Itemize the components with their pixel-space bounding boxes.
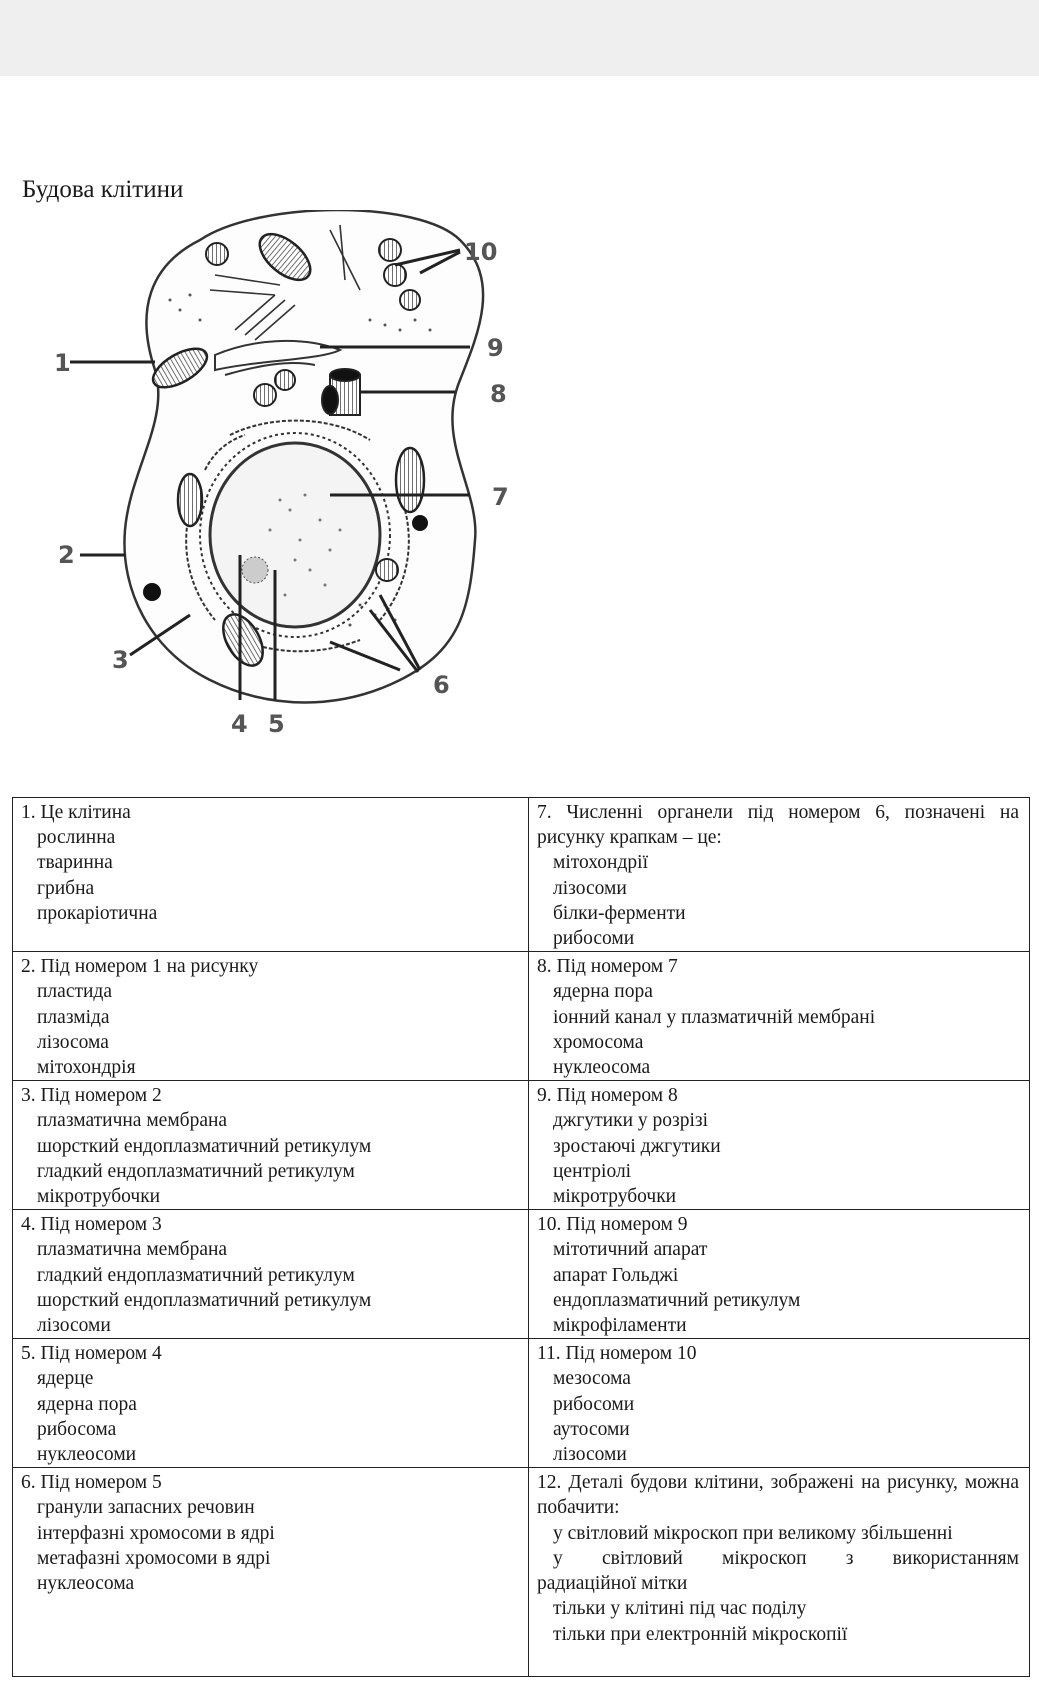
option: апарат Гольджі bbox=[553, 1264, 679, 1286]
option: у світловий мікроскоп при великому збіль… bbox=[553, 1522, 953, 1544]
top-bar bbox=[0, 0, 1039, 76]
label-2: 2 bbox=[58, 541, 75, 569]
table-row: 2. Під номером 1 на рисунку пластида пла… bbox=[12, 951, 1030, 1082]
option: мікрофіламенти bbox=[553, 1315, 687, 1337]
option: рослинна bbox=[37, 827, 116, 849]
option: ядерце bbox=[37, 1368, 94, 1390]
cell-diagram: 1 2 3 4 5 6 7 8 9 10 bbox=[54, 210, 509, 738]
question-4: 4. Під номером 3 плазматична мембрана гл… bbox=[12, 1209, 529, 1340]
option: лізосоми bbox=[553, 1444, 627, 1466]
option: метафазні хромосоми в ядрі bbox=[37, 1547, 271, 1569]
option: гранули запасних речовин bbox=[37, 1497, 255, 1519]
option: плазміда bbox=[37, 1006, 110, 1028]
option: тваринна bbox=[37, 852, 113, 874]
option: мітохондрія bbox=[37, 1057, 136, 1079]
table-row: 1. Це клітина рослинна тваринна грибна п… bbox=[12, 796, 1030, 953]
option: нуклеосома bbox=[37, 1573, 135, 1595]
label-4: 4 bbox=[231, 710, 248, 738]
label-5: 5 bbox=[268, 710, 285, 738]
table-row: 4. Під номером 3 плазматична мембрана гл… bbox=[12, 1209, 1030, 1340]
option: лізосоми bbox=[37, 1315, 111, 1337]
option: прокаріотична bbox=[37, 902, 158, 924]
table-row: 3. Під номером 2 плазматична мембрана шо… bbox=[12, 1080, 1030, 1211]
option: грибна bbox=[37, 877, 95, 899]
option: іонний канал у плазматичній мембрані bbox=[553, 1006, 876, 1028]
option: шорсткий ендоплазматичний ретикулум bbox=[37, 1289, 372, 1311]
option: мітотичний апарат bbox=[553, 1239, 708, 1261]
option: хромосома bbox=[553, 1031, 644, 1053]
option: ядерна пора bbox=[553, 981, 653, 1003]
questions-table: 1. Це клітина рослинна тваринна грибна п… bbox=[12, 796, 1030, 1678]
question-3: 3. Під номером 2 плазматична мембрана шо… bbox=[12, 1080, 529, 1211]
option: ядерна пора bbox=[37, 1393, 137, 1415]
option: ендоплазматичний ретикулум bbox=[553, 1289, 801, 1311]
option: інтерфазні хромосоми в ядрі bbox=[37, 1522, 275, 1544]
label-7: 7 bbox=[492, 483, 509, 511]
label-1: 1 bbox=[54, 349, 71, 377]
label-6: 6 bbox=[433, 671, 450, 699]
table-row: 5. Під номером 4 ядерце ядерна пора рибо… bbox=[12, 1338, 1030, 1469]
option: рибосоми bbox=[553, 928, 635, 950]
question-11: 11. Під номером 10 мезосома рибосоми аут… bbox=[528, 1338, 1030, 1469]
option: нуклеосоми bbox=[37, 1444, 137, 1466]
option: аутосоми bbox=[553, 1418, 630, 1440]
question-12: 12. Деталі будови клітини, зображені на … bbox=[528, 1467, 1030, 1678]
question-9: 9. Під номером 8 джгутики у розрізі зрос… bbox=[528, 1080, 1030, 1211]
label-10: 10 bbox=[464, 238, 497, 266]
page-title: Будова клітини bbox=[22, 176, 184, 203]
option: білки-ферменти bbox=[553, 902, 686, 924]
option: нуклеосома bbox=[553, 1057, 651, 1079]
label-8: 8 bbox=[490, 380, 507, 408]
option: лізосоми bbox=[553, 877, 627, 899]
option: рибосоми bbox=[553, 1393, 635, 1415]
table-row: 6. Під номером 5 гранули запасних речови… bbox=[12, 1467, 1030, 1678]
question-8: 8. Під номером 7 ядерна пора іонний кана… bbox=[528, 951, 1030, 1082]
option: плазматична мембрана bbox=[37, 1110, 228, 1132]
option: мікротрубочки bbox=[553, 1186, 677, 1208]
option: гладкий ендоплазматичний ретикулум bbox=[37, 1264, 355, 1286]
option: зростаючі джгутики bbox=[553, 1135, 721, 1157]
option: мікротрубочки bbox=[37, 1186, 161, 1208]
option: мезосома bbox=[553, 1368, 631, 1390]
option: тільки при електронній мікроскопії bbox=[553, 1623, 848, 1645]
question-7: 7. Численні органели під номером 6, позн… bbox=[528, 796, 1030, 953]
option: пластида bbox=[37, 981, 113, 1003]
question-10: 10. Під номером 9 мітотичний апарат апар… bbox=[528, 1209, 1030, 1340]
question-5: 5. Під номером 4 ядерце ядерна пора рибо… bbox=[12, 1338, 529, 1469]
option: джгутики у розрізі bbox=[553, 1110, 709, 1132]
option: у світловий мікроскоп з використанням bbox=[553, 1547, 1019, 1569]
option-continuation: радиаційної мітки bbox=[537, 1573, 688, 1595]
option: мітохондрії bbox=[553, 852, 648, 874]
option: гладкий ендоплазматичний ретикулум bbox=[37, 1160, 355, 1182]
label-3: 3 bbox=[112, 646, 129, 674]
question-1: 1. Це клітина рослинна тваринна грибна п… bbox=[12, 796, 529, 953]
question-6: 6. Під номером 5 гранули запасних речови… bbox=[12, 1467, 529, 1678]
option: плазматична мембрана bbox=[37, 1239, 228, 1261]
question-2: 2. Під номером 1 на рисунку пластида пла… bbox=[12, 951, 529, 1082]
option: тільки у клітині під час поділу bbox=[553, 1598, 807, 1620]
option: рибосома bbox=[37, 1418, 117, 1440]
option: шорсткий ендоплазматичний ретикулум bbox=[37, 1135, 372, 1157]
label-9: 9 bbox=[487, 334, 504, 362]
option: центріолі bbox=[553, 1160, 632, 1182]
option: лізосома bbox=[37, 1031, 109, 1053]
